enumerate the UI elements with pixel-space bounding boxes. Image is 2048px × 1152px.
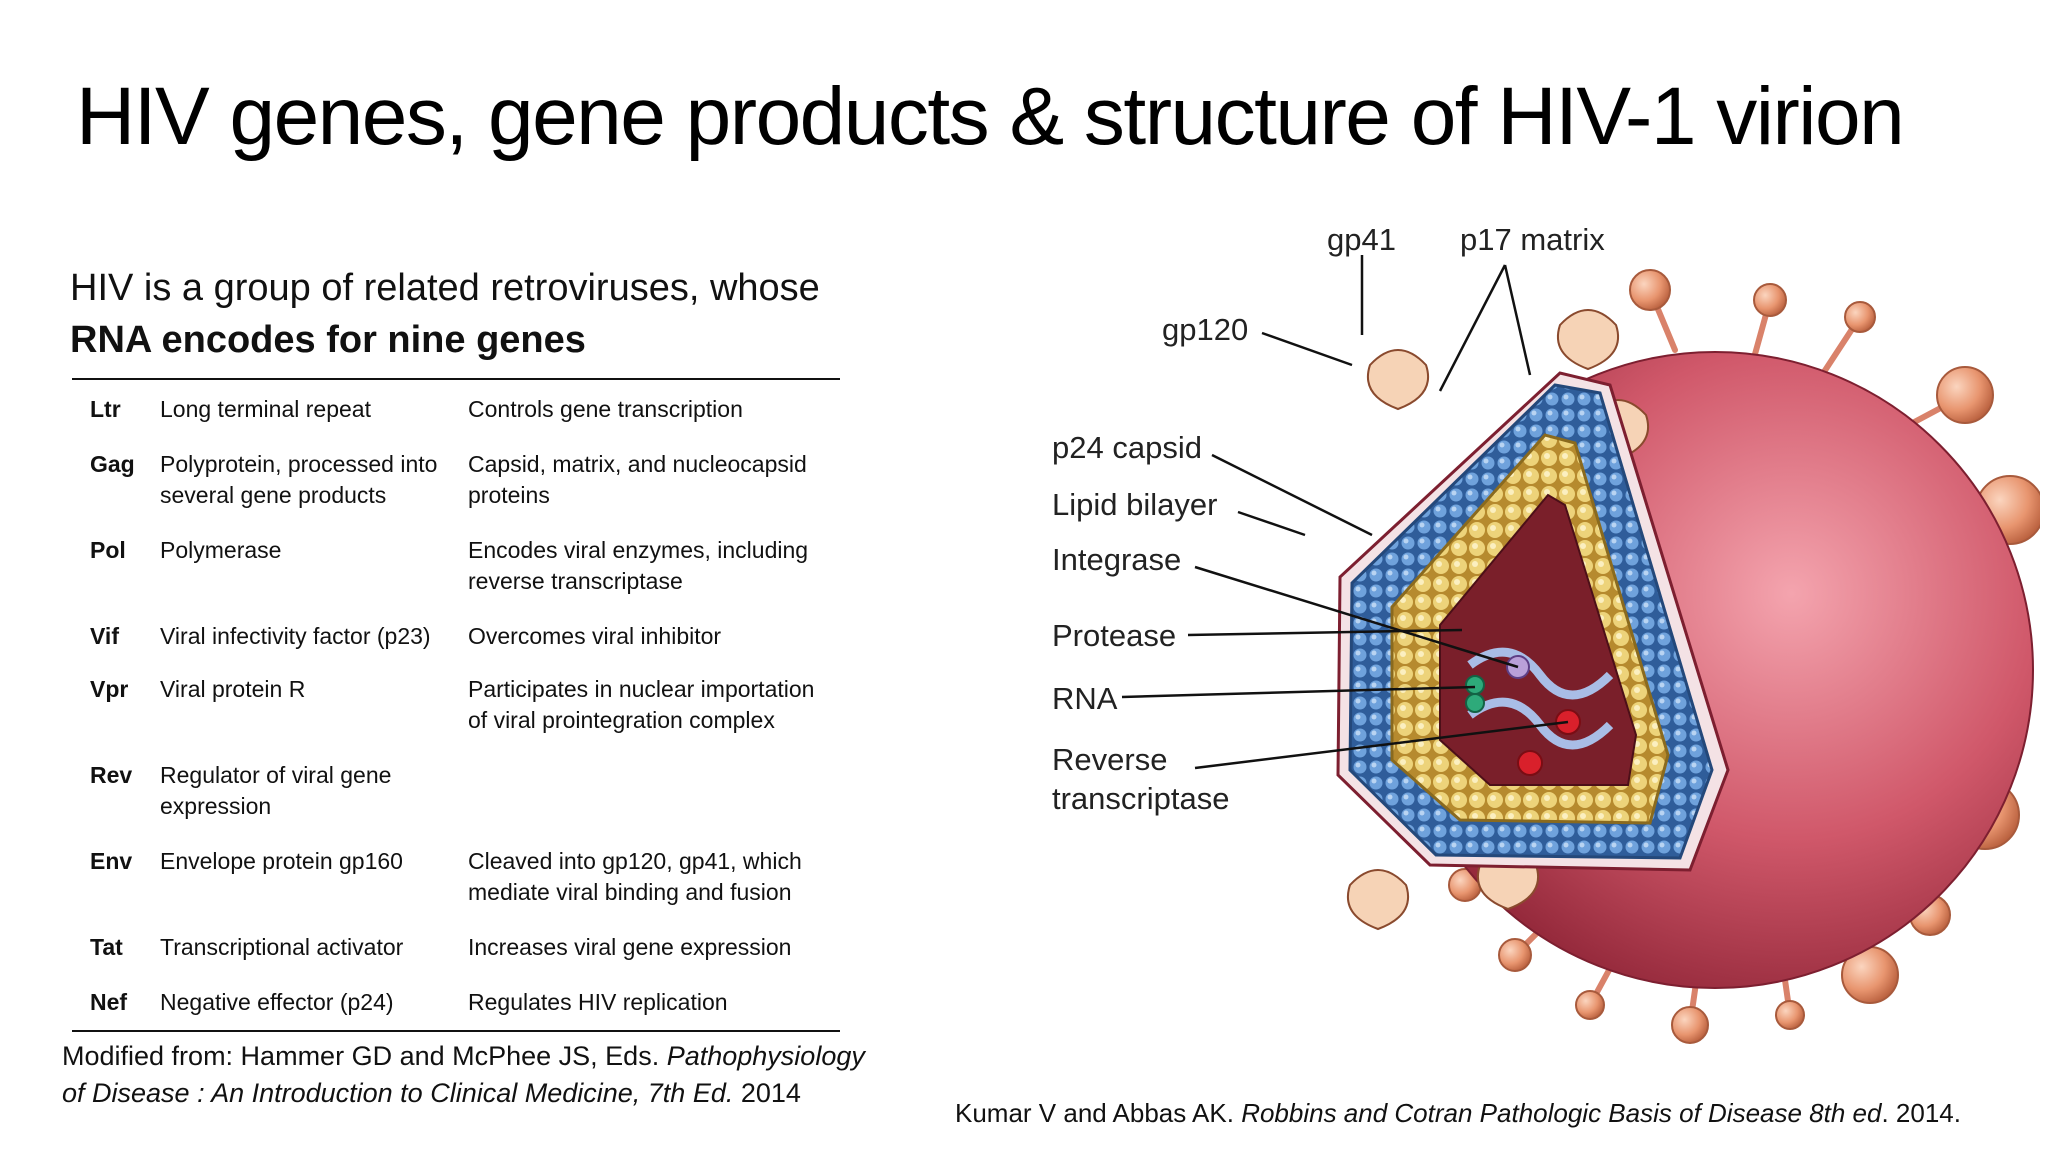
gene-function: Overcomes viral inhibitor — [468, 623, 722, 649]
gene-function: Regulates HIV replication — [468, 989, 728, 1015]
citation-left-prefix: Modified from: Hammer GD and McPhee JS, … — [62, 1041, 667, 1071]
gene-table: Ltr Long terminal repeat Controls gene t… — [72, 378, 840, 1032]
label-gp120: gp120 — [1162, 312, 1248, 347]
gene-code: Vpr — [90, 676, 129, 702]
gene-function: Increases viral gene expression — [468, 934, 792, 960]
leader-lines — [1121, 255, 1569, 770]
gene-name: Negative effector (p24) — [160, 989, 394, 1015]
citation-right: Kumar V and Abbas AK. Robbins and Cotran… — [955, 1098, 1961, 1129]
gene-code: Env — [90, 848, 133, 874]
hiv-virion-diagram: gp41 p17 matrix gp120 p24 capsid Lipid b… — [1052, 222, 2040, 1044]
gene-code: Nef — [90, 989, 128, 1015]
gene-name: Transcriptional activator — [160, 934, 404, 960]
citation-left-book-subtitle: of Disease : An Introduction to Clinical… — [62, 1078, 734, 1108]
gene-name: Viral protein R — [160, 676, 306, 702]
gene-code: Rev — [90, 762, 133, 788]
table-row: Vif Viral infectivity factor (p23) Overc… — [72, 621, 840, 652]
citation-left-book-title: Pathophysiology — [666, 1041, 865, 1071]
table-row: Gag Polyprotein, processed into several … — [72, 449, 840, 511]
table-row: Pol Polymerase Encodes viral enzymes, in… — [72, 535, 840, 597]
citation-right-suffix: . 2014. — [1881, 1098, 1961, 1128]
gene-function: Controls gene transcription — [468, 396, 743, 422]
table-row: Rev Regulator of viral gene expression — [72, 760, 840, 822]
label-gp41: gp41 — [1327, 222, 1396, 257]
table-row: Nef Negative effector (p24) Regulates HI… — [72, 987, 840, 1018]
citation-right-authors: Kumar V and Abbas AK. — [955, 1098, 1242, 1128]
cutaway-section — [1336, 371, 1730, 872]
protease-molecule — [1465, 693, 1485, 713]
citation-left: Modified from: Hammer GD and McPhee JS, … — [62, 1038, 942, 1112]
protease-molecule — [1465, 675, 1485, 695]
gene-function: Participates in nuclear importation of v… — [468, 676, 815, 733]
gene-name: Polymerase — [160, 537, 282, 563]
intro-line: HIV is a group of related retroviruses, … — [70, 267, 820, 309]
citation-right-book-title: Robbins and Cotran Pathologic Basis of D… — [1241, 1098, 1882, 1128]
gene-code: Tat — [90, 934, 123, 960]
label-protease: Protease — [1052, 618, 1176, 653]
intro-bold-line: RNA encodes for nine genes — [70, 319, 586, 361]
gene-code: Ltr — [90, 396, 121, 422]
label-integrase: Integrase — [1052, 542, 1181, 577]
gene-name: Regulator of viral gene expression — [160, 762, 392, 819]
label-p24-capsid: p24 capsid — [1052, 430, 1202, 465]
gene-code: Vif — [90, 623, 119, 649]
label-lipid-bilayer: Lipid bilayer — [1052, 487, 1217, 522]
table-row: Ltr Long terminal repeat Controls gene t… — [72, 394, 840, 425]
label-p17-matrix: p17 matrix — [1460, 222, 1605, 257]
label-rna: RNA — [1052, 681, 1118, 716]
gene-name: Polyprotein, processed into several gene… — [160, 451, 438, 508]
gene-function: Encodes viral enzymes, including reverse… — [468, 537, 809, 594]
table-row: Vpr Viral protein R Participates in nucl… — [72, 674, 840, 736]
gene-function: Cleaved into gp120, gp41, which mediate … — [468, 848, 802, 905]
table-row: Tat Transcriptional activator Increases … — [72, 932, 840, 963]
table-row: Env Envelope protein gp160 Cleaved into … — [72, 846, 840, 908]
intro-text: HIV is a group of related retroviruses, … — [70, 262, 820, 366]
label-transcriptase: transcriptase — [1052, 781, 1229, 816]
page-title: HIV genes, gene products & structure of … — [76, 71, 1905, 162]
label-reverse: Reverse — [1052, 742, 1167, 777]
gene-name: Long terminal repeat — [160, 396, 371, 422]
gene-function — [468, 760, 840, 822]
gene-name: Viral infectivity factor (p23) — [160, 623, 431, 649]
gene-function: Capsid, matrix, and nucleocapsid protein… — [468, 451, 807, 508]
gene-code: Gag — [90, 451, 135, 477]
citation-left-year: 2014 — [733, 1078, 801, 1108]
gene-code: Pol — [90, 537, 126, 563]
reverse-transcriptase-molecule — [1517, 750, 1543, 776]
gene-name: Envelope protein gp160 — [160, 848, 403, 874]
